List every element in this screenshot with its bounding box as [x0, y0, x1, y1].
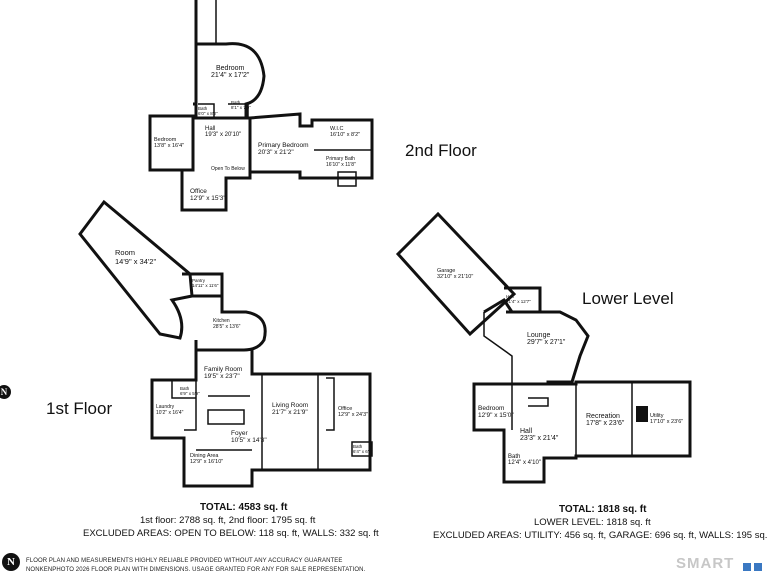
first-floor-walls: [78, 199, 373, 488]
floor-label-second: 2nd Floor: [405, 141, 477, 160]
compass-logo-icon: N: [0, 385, 11, 399]
brand-logo-icon: N: [2, 553, 20, 571]
floor-label-lower: Lower Level: [582, 289, 674, 308]
second-floor-walls: [148, 0, 374, 212]
floor-label-first: 1st Floor: [46, 399, 113, 418]
brand-badge-icon-2: [754, 563, 762, 571]
footer-disclaimer: FLOOR PLAN AND MEASUREMENTS HIGHLY RELIA…: [26, 558, 343, 564]
total-right-title: TOTAL: 1818 sq. ft: [559, 504, 647, 515]
total-right-line1: LOWER LEVEL: 1818 sq. ft: [534, 517, 651, 528]
smart-brand: SMART: [676, 555, 735, 572]
total-left-title: TOTAL: 4583 sq. ft: [200, 502, 288, 513]
utility-equipment: [636, 406, 648, 422]
total-left-line1: 1st floor: 2788 sq. ft, 2nd floor: 1795 …: [140, 515, 316, 526]
brand-badge-icon: [743, 563, 751, 571]
lower-level-walls: [395, 211, 692, 484]
total-left-line2: EXCLUDED AREAS: OPEN TO BELOW: 118 sq. f…: [83, 528, 379, 539]
room-open-to-below: Open To Below: [211, 166, 245, 172]
footer-copyright: NONKENPHOTO 2026 FLOOR PLAN WITH DIMENSI…: [26, 567, 366, 573]
total-right-line2: EXCLUDED AREAS: UTILITY: 456 sq. ft, GAR…: [433, 530, 768, 541]
